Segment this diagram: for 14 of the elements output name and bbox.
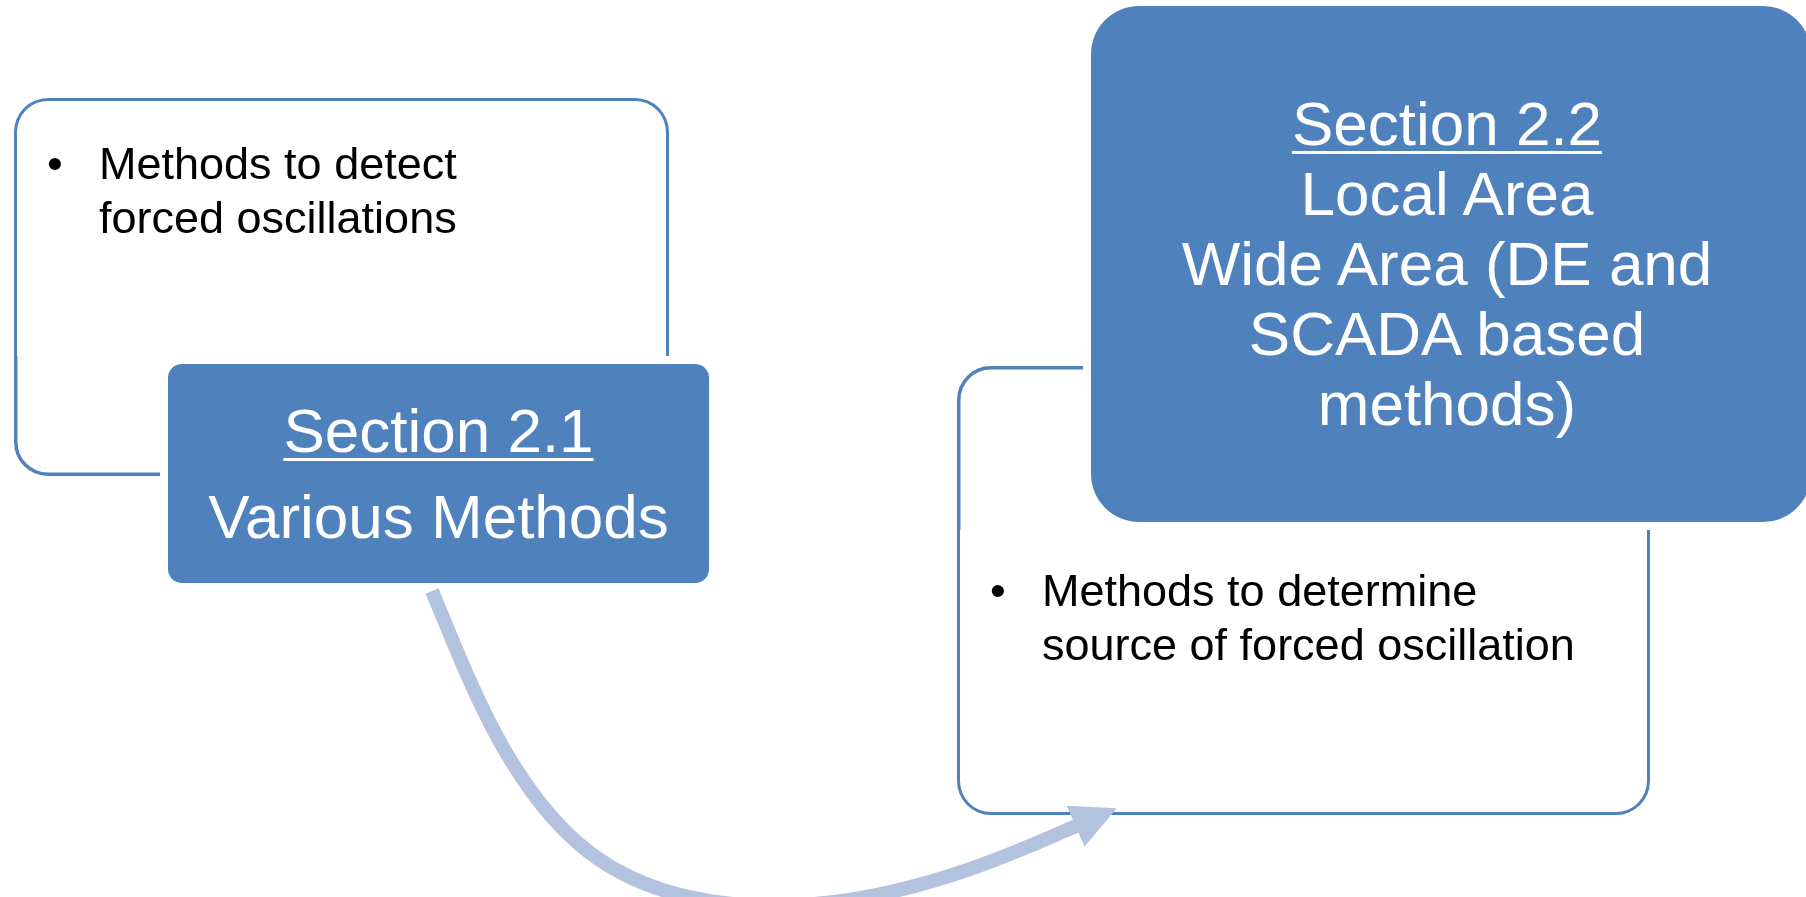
curved-arrow bbox=[425, 588, 1117, 897]
bullet-text: Methods to determine source of forced oscillation bbox=[1042, 564, 1576, 672]
section-text: Wide Area (DE and SCADA based methods) bbox=[1180, 229, 1714, 439]
bullet-text: Methods to detect forced oscillations bbox=[99, 137, 458, 245]
section-box bbox=[1091, 6, 1806, 522]
section-box bbox=[168, 364, 709, 583]
section-text: Various Methods bbox=[208, 481, 669, 552]
section-heading: Section 2.1 bbox=[283, 395, 594, 466]
content-card bbox=[14, 98, 669, 356]
content-card bbox=[957, 530, 1650, 815]
section-heading: Section 2.2 bbox=[1291, 89, 1603, 159]
bullet-mark: • bbox=[46, 137, 64, 191]
bullet-mark: • bbox=[989, 564, 1007, 618]
section-text: Local Area bbox=[1300, 159, 1594, 229]
